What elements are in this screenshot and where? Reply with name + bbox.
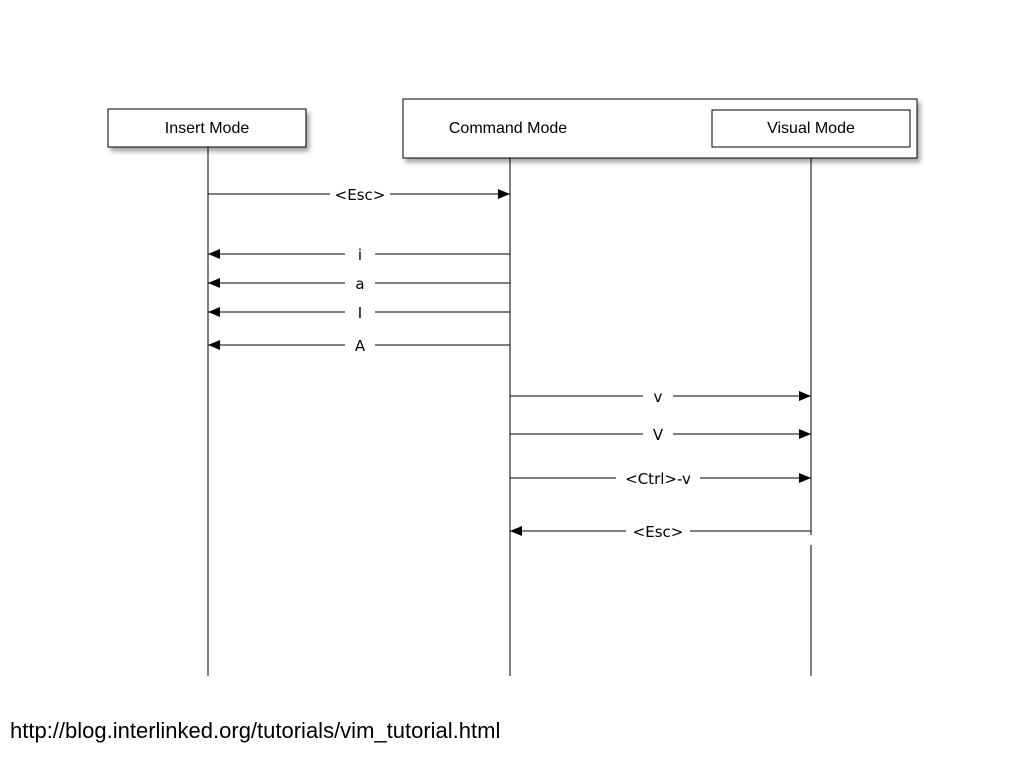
source-url: http://blog.interlinked.org/tutorials/vi… <box>10 718 501 743</box>
visual-mode-box <box>711 109 911 148</box>
message-v: v <box>510 385 811 407</box>
message-label: <Esc> <box>633 523 684 541</box>
message-A: A <box>208 334 510 356</box>
message-label: v <box>654 388 663 406</box>
message-V: V <box>510 423 811 445</box>
sequence-diagram: Insert Mode Command Mode Visual Mode <Es… <box>107 98 918 676</box>
message-esc-to-command-from-visual: <Esc> <box>510 520 811 542</box>
message-ctrl-v: <Ctrl>-v <box>510 467 811 489</box>
insert-mode-box <box>107 108 307 148</box>
message-label: i <box>358 246 362 264</box>
message-a: a <box>208 272 510 294</box>
message-label: <Esc> <box>335 186 386 204</box>
message-label: a <box>355 275 364 293</box>
message-label: A <box>355 337 366 355</box>
message-label: <Ctrl>-v <box>625 470 691 488</box>
message-esc-to-command: <Esc> <box>208 183 510 205</box>
visual-mode-label: Visual Mode <box>767 120 855 137</box>
message-i: i <box>208 243 510 265</box>
message-I: I <box>208 301 510 323</box>
insert-mode-label: Insert Mode <box>165 120 250 137</box>
command-mode-label: Command Mode <box>449 120 567 137</box>
message-label: V <box>653 426 664 444</box>
message-label: I <box>358 304 362 322</box>
